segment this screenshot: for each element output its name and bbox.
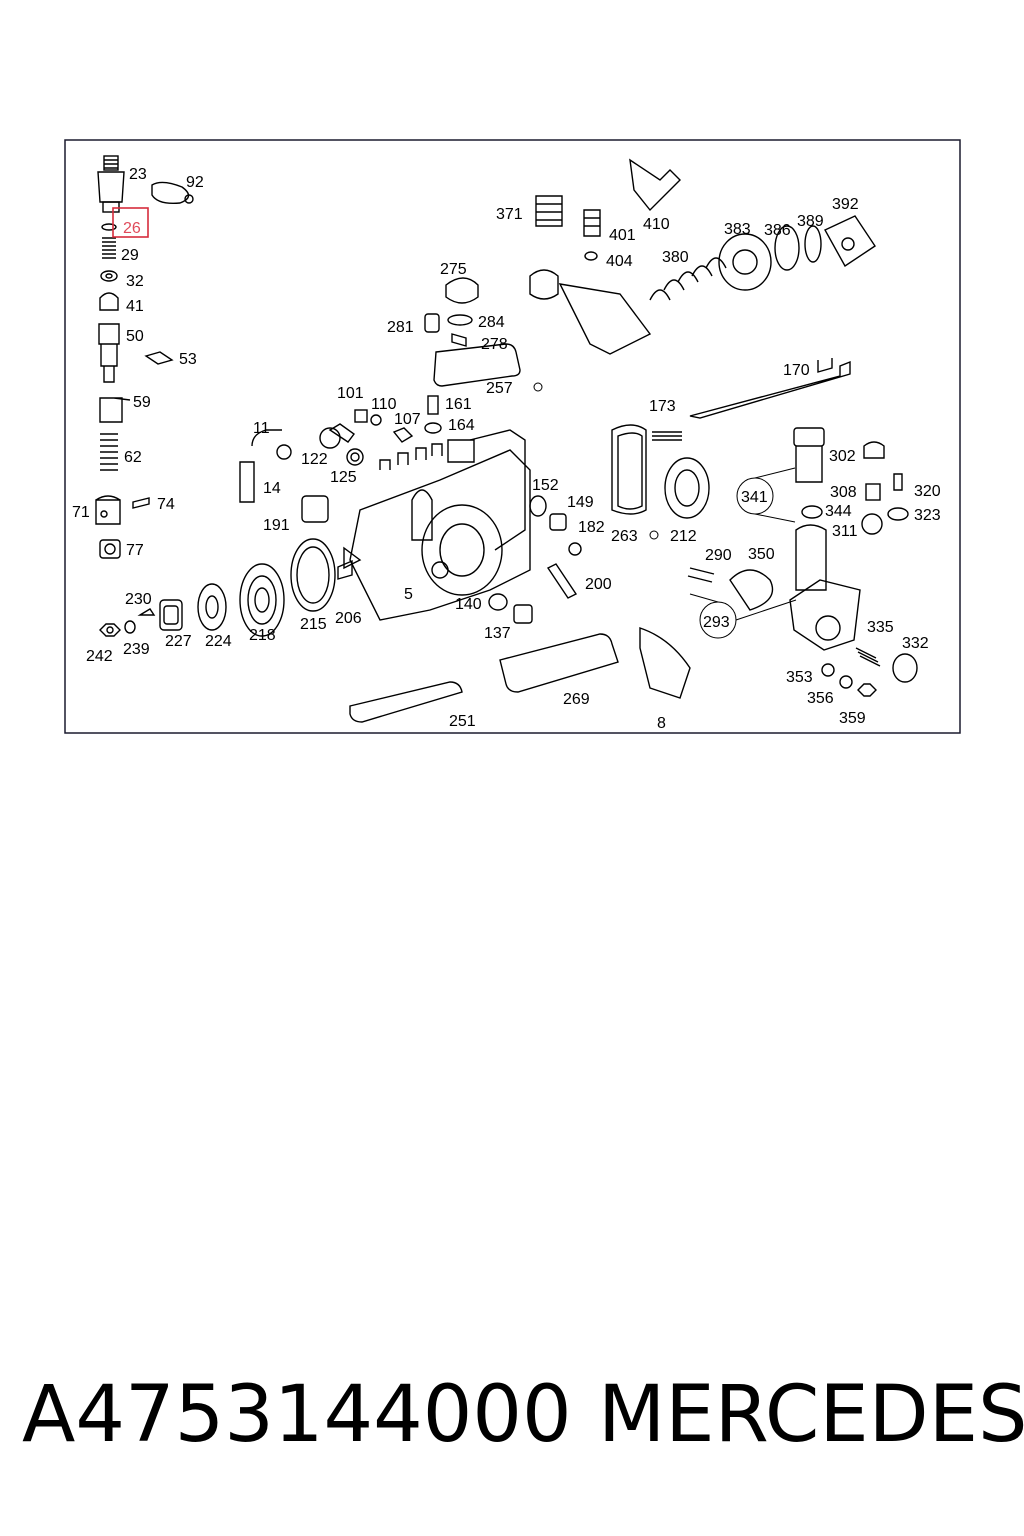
callout-359: 359 [839,710,866,727]
callout-227: 227 [165,633,192,650]
callout-380: 380 [662,249,689,266]
callout-53: 53 [179,351,197,368]
callout-labels: 23 92 26 29 32 41 50 53 59 62 71 74 77 3… [72,166,941,732]
callout-401: 401 [609,227,636,244]
callout-8: 8 [657,715,666,732]
callout-278: 278 [481,336,508,353]
callout-137: 137 [484,625,511,642]
callout-173: 173 [649,398,676,415]
callout-29: 29 [121,247,139,264]
callout-152: 152 [532,477,559,494]
callout-392: 392 [832,196,859,213]
nozzle-holder-drawing [95,155,194,559]
callout-410: 410 [643,216,670,233]
right-side-parts-drawing [349,358,918,723]
callout-164: 164 [448,417,475,434]
callout-191: 191 [263,517,290,534]
callout-293: 293 [703,614,730,631]
callout-389: 389 [797,213,824,230]
callout-263: 263 [611,528,638,545]
diagram-frame [64,139,961,734]
callout-74: 74 [157,496,175,513]
callout-110: 110 [371,396,397,413]
callout-371: 371 [496,206,523,223]
footer: A4753144000 MERCEDES [0,1370,1024,1480]
highlight-box [112,207,149,238]
callout-215: 215 [300,616,327,633]
callout-251: 251 [449,713,476,730]
callout-230: 230 [125,591,152,608]
callout-92: 92 [186,174,204,191]
brand-name: MERCEDES [598,1370,1024,1460]
callout-11: 11 [253,420,270,437]
callout-218: 218 [249,627,276,644]
callout-14: 14 [263,480,281,497]
callout-41: 41 [126,298,144,315]
part-number: A4753144000 [22,1370,572,1460]
callout-101: 101 [337,385,364,402]
callout-239: 239 [123,641,150,658]
callout-308: 308 [830,484,857,501]
callout-335: 335 [867,619,894,636]
callout-323: 323 [914,507,941,524]
callout-62: 62 [124,449,142,466]
callout-50: 50 [126,328,144,345]
callout-320: 320 [914,483,941,500]
callout-206: 206 [335,610,362,627]
callout-149: 149 [567,494,594,511]
callout-353: 353 [786,669,813,686]
callout-59: 59 [133,394,151,411]
callout-marks [533,382,797,639]
callout-311: 311 [832,523,858,540]
callout-386: 386 [764,222,791,239]
callout-302: 302 [829,448,856,465]
callout-275: 275 [440,261,467,278]
callout-140: 140 [455,596,482,613]
callout-200: 200 [585,576,612,593]
callout-269: 269 [563,691,590,708]
callout-26: 26 [123,220,141,237]
callout-107: 107 [394,411,421,428]
callout-77: 77 [126,542,144,559]
parts-diagram: 23 92 26 29 32 41 50 53 59 62 71 74 77 3… [64,139,961,734]
callout-344: 344 [825,503,852,520]
callout-332: 332 [902,635,929,652]
callout-356: 356 [807,690,834,707]
callout-161: 161 [445,396,472,413]
callout-350: 350 [748,546,775,563]
callout-257: 257 [486,380,513,397]
callout-404: 404 [606,253,633,270]
callout-383: 383 [724,221,751,238]
callout-122: 122 [301,451,328,468]
callout-5: 5 [404,586,413,603]
callout-32: 32 [126,273,144,290]
callout-71: 71 [72,504,90,521]
callout-125: 125 [330,469,357,486]
callout-182: 182 [578,519,605,536]
callout-284: 284 [478,314,505,331]
callout-242: 242 [86,648,113,665]
callout-281: 281 [387,319,414,336]
callout-224: 224 [205,633,232,650]
callout-23: 23 [129,166,147,183]
bottom-left-parts-drawing [99,538,353,637]
governor-cover-drawing [424,158,876,387]
callout-290: 290 [705,547,732,564]
callout-170: 170 [783,362,810,379]
callout-341: 341 [741,489,768,506]
callout-212: 212 [670,528,697,545]
injection-pump-drawing [239,395,582,624]
